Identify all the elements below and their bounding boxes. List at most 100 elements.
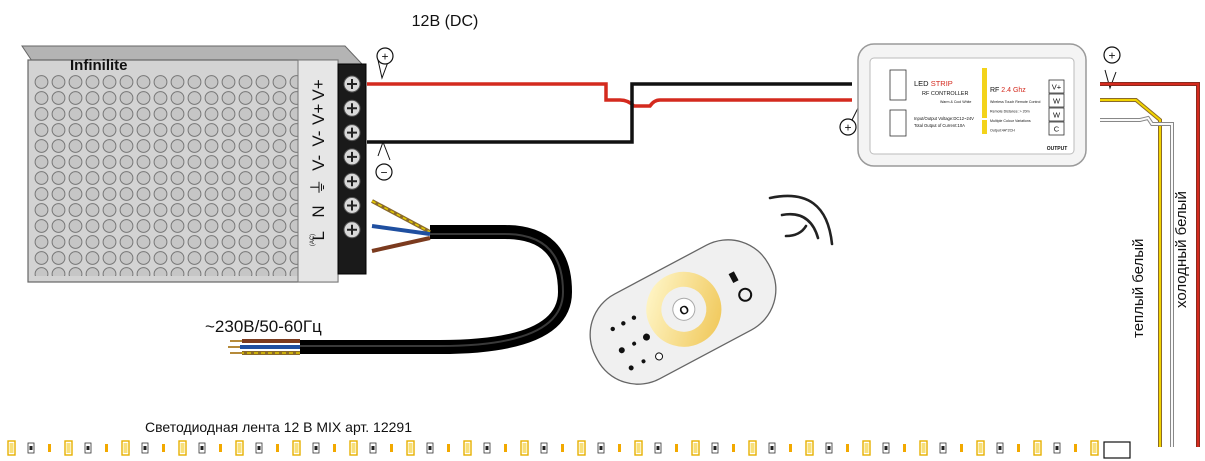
svg-text:V-: V- bbox=[309, 131, 328, 147]
resistor-body bbox=[29, 446, 33, 450]
controller-feature: Wireless Touch Remote Control bbox=[990, 100, 1041, 104]
led-phosphor bbox=[978, 443, 983, 453]
controller-spec: Input/Output Voltage:DC12~24V bbox=[914, 116, 974, 121]
rf-controller: LED STRIP RF CONTROLLER Warm & Cool Whit… bbox=[857, 43, 1087, 167]
controller-title: LED STRIP bbox=[914, 79, 953, 88]
strip-pad bbox=[390, 444, 393, 452]
svg-text:+: + bbox=[381, 50, 388, 64]
svg-text:OUTPUT: OUTPUT bbox=[1047, 146, 1068, 152]
svg-text:RF CONTROLLER: RF CONTROLLER bbox=[922, 91, 968, 97]
controller-feature: Output:4A*2CH bbox=[990, 129, 1015, 133]
screw-cross bbox=[347, 176, 357, 187]
wireless-signal-icon bbox=[768, 194, 834, 246]
controller-output-label: W bbox=[1053, 97, 1061, 106]
plus-marker-psu: + bbox=[376, 47, 394, 80]
psu-brand: Infinilite bbox=[70, 57, 128, 74]
led-phosphor bbox=[9, 443, 14, 453]
strip-pad bbox=[675, 444, 678, 452]
strip-pad bbox=[789, 444, 792, 452]
resistor-body bbox=[86, 446, 90, 450]
on-off-buttons[interactable] bbox=[728, 269, 754, 303]
psu-terminal-label: ⏚ bbox=[309, 179, 328, 196]
resistor-body bbox=[257, 446, 261, 450]
svg-text:V+: V+ bbox=[309, 104, 328, 125]
led-phosphor bbox=[636, 443, 641, 453]
strip-pad bbox=[447, 444, 450, 452]
svg-text:V+: V+ bbox=[309, 79, 328, 100]
svg-text:−: − bbox=[380, 166, 387, 180]
controller-output-terminal bbox=[1048, 79, 1065, 94]
strip-pad bbox=[48, 444, 51, 452]
led-phosphor bbox=[1035, 443, 1040, 453]
resistor-body bbox=[371, 446, 375, 450]
brightness-buttons[interactable] bbox=[610, 315, 637, 332]
controller-output-terminal bbox=[1048, 93, 1065, 108]
cool-white-label: холодный белый bbox=[1173, 191, 1190, 308]
psu-terminal-label: N bbox=[309, 205, 328, 217]
controller-feature: Remote Distance: > 20m bbox=[990, 110, 1030, 114]
led-phosphor bbox=[294, 443, 299, 453]
resistor-body bbox=[428, 446, 432, 450]
led-phosphor bbox=[465, 443, 470, 453]
strip-pad bbox=[732, 444, 735, 452]
screw-cross bbox=[347, 103, 357, 114]
psu-terminal-label: V+ bbox=[309, 79, 328, 100]
strip-pad bbox=[276, 444, 279, 452]
led-phosphor bbox=[864, 443, 869, 453]
led-phosphor bbox=[1092, 443, 1097, 453]
scene-buttons[interactable] bbox=[628, 350, 664, 375]
strip-pad bbox=[162, 444, 165, 452]
controller-feature: Multiple Colour Variations bbox=[990, 119, 1031, 123]
strip-pad bbox=[504, 444, 507, 452]
led-phosphor bbox=[351, 443, 356, 453]
minus-marker-psu: − bbox=[375, 140, 393, 181]
led-phosphor bbox=[807, 443, 812, 453]
svg-text:⏚: ⏚ bbox=[309, 179, 328, 196]
led-phosphor bbox=[123, 443, 128, 453]
led-phosphor bbox=[408, 443, 413, 453]
controller-spec: Total Output of Current:10A bbox=[914, 123, 965, 128]
screw-cross bbox=[347, 224, 357, 235]
strip-pad bbox=[561, 444, 564, 452]
strip-pad bbox=[846, 444, 849, 452]
output-wires bbox=[1100, 82, 1200, 447]
warm-white-label: теплый белый bbox=[1130, 239, 1147, 338]
strip-pad bbox=[1017, 444, 1020, 452]
resistor-body bbox=[770, 446, 774, 450]
led-phosphor bbox=[750, 443, 755, 453]
psu-terminal-label: V+ bbox=[309, 104, 328, 125]
strip-pad bbox=[1074, 444, 1077, 452]
dc-positive-wire bbox=[367, 82, 852, 108]
controller-output-terminal bbox=[1048, 107, 1065, 122]
resistor-body bbox=[656, 446, 660, 450]
controller-rf: RF 2.4 Ghz bbox=[990, 87, 1026, 94]
strip-pad bbox=[105, 444, 108, 452]
svg-text:V-: V- bbox=[309, 155, 328, 171]
resistor-body bbox=[314, 446, 318, 450]
strip-pad bbox=[219, 444, 222, 452]
controller-output-label: C bbox=[1054, 125, 1060, 134]
resistor-body bbox=[1055, 446, 1059, 450]
resistor-body bbox=[200, 446, 204, 450]
psu-terminal-label: L bbox=[309, 231, 328, 240]
rf-remote[interactable]: O bbox=[574, 224, 792, 401]
strip-pad bbox=[903, 444, 906, 452]
screw-cross bbox=[347, 200, 357, 211]
controller-output-label: W bbox=[1053, 111, 1061, 120]
resistor-body bbox=[599, 446, 603, 450]
strip-pad bbox=[960, 444, 963, 452]
strip-pad bbox=[333, 444, 336, 452]
mode-buttons[interactable] bbox=[617, 332, 651, 354]
led-phosphor bbox=[66, 443, 71, 453]
voltage-label: 12В (DC) bbox=[412, 13, 479, 30]
resistor-body bbox=[827, 446, 831, 450]
resistor-body bbox=[884, 446, 888, 450]
psu-terminal-label: V- bbox=[309, 155, 328, 171]
dc-negative-wire bbox=[367, 82, 852, 144]
power-supply: Infinilite V+V+V-V-⏚NL(AC) bbox=[21, 45, 367, 283]
svg-text:L: L bbox=[309, 231, 328, 240]
resistor-body bbox=[941, 446, 945, 450]
resistor-body bbox=[713, 446, 717, 450]
strip-pad bbox=[618, 444, 621, 452]
svg-text:N: N bbox=[309, 205, 328, 217]
